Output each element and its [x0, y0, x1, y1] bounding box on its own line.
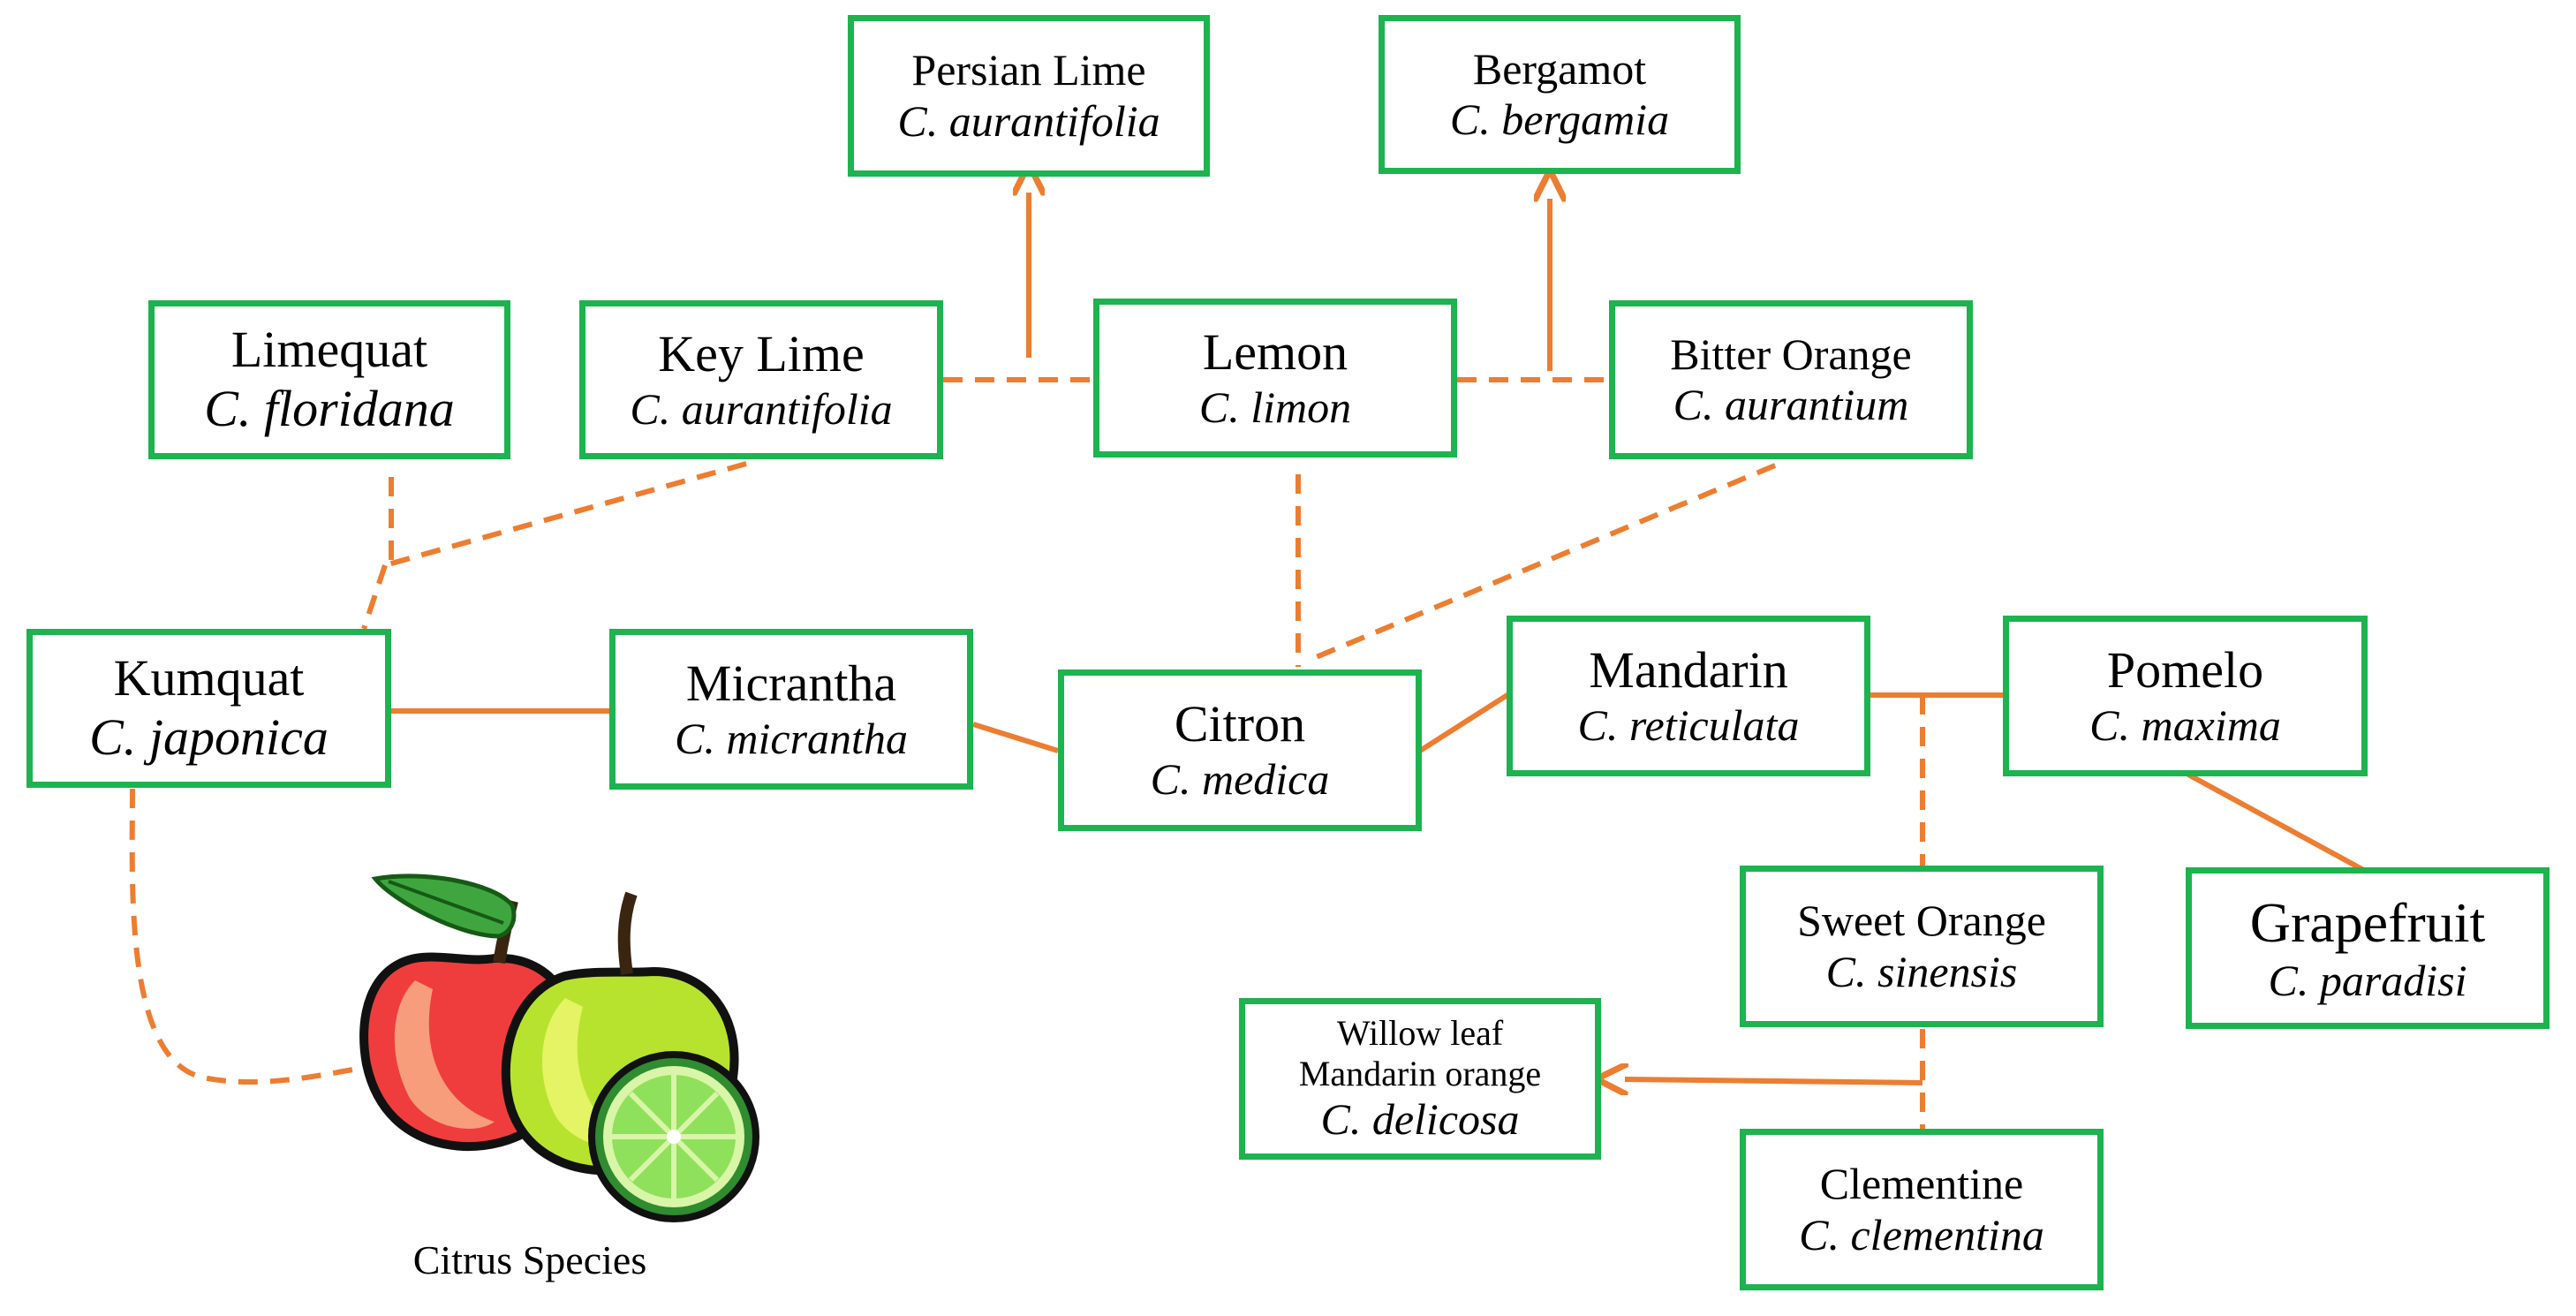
persian-lime-scientific-name: C. aurantifolia	[897, 95, 1160, 146]
grapefruit-common-name: Grapefruit	[2249, 890, 2486, 954]
micrantha-scientific-name: C. micrantha	[675, 713, 908, 763]
node-citron: Citron C. medica	[1058, 669, 1422, 831]
arrow-to-willow-leaf	[1625, 1079, 1923, 1083]
node-mandarin: Mandarin C. reticulata	[1507, 616, 1870, 776]
node-pomelo: Pomelo C. maxima	[2003, 616, 2368, 776]
kumquat-common-name: Kumquat	[113, 649, 305, 707]
bitter-orange-scientific-name: C. aurantium	[1673, 380, 1909, 429]
node-limequat: Limequat C. floridana	[148, 300, 510, 459]
kumquat-fruit-link	[129, 788, 359, 1085]
willow-leaf-common-line-2: Mandarin orange	[1298, 1053, 1542, 1093]
limequat-scientific-name: C. floridana	[204, 380, 455, 437]
node-micrantha: Micrantha C. micrantha	[609, 629, 973, 790]
citrus-fruit-illustration	[359, 874, 759, 1222]
bitter-orange-common-name: Bitter Orange	[1670, 329, 1912, 379]
key-lime-kumquat-link	[384, 461, 747, 568]
node-willow-leaf: Willow leaf Mandarin orange C. delicosa	[1239, 998, 1601, 1160]
bergamot-scientific-name: C. bergamia	[1449, 95, 1670, 144]
limequat-common-name: Limequat	[230, 321, 428, 379]
pomelo-scientific-name: C. maxima	[2089, 700, 2281, 750]
sweet-orange-common-name: Sweet Orange	[1797, 896, 2046, 945]
willow-leaf-common-line-1: Willow leaf	[1336, 1012, 1504, 1053]
willow-leaf-scientific-name: C. delicosa	[1320, 1093, 1520, 1144]
node-grapefruit: Grapefruit C. paradisi	[2186, 867, 2550, 1029]
node-bergamot: Bergamot C. bergamia	[1379, 15, 1741, 174]
clementine-scientific-name: C. clementina	[1799, 1209, 2044, 1259]
node-clementine: Clementine C. clementina	[1740, 1129, 2104, 1290]
key-lime-scientific-name: C. aurantifolia	[630, 383, 893, 434]
mandarin-common-name: Mandarin	[1589, 640, 1788, 699]
node-kumquat: Kumquat C. japonica	[26, 629, 391, 788]
kumquat-scientific-name: C. japonica	[89, 708, 329, 766]
kumquat-up-link	[361, 564, 388, 630]
node-sweet-orange: Sweet Orange C. sinensis	[1740, 866, 2104, 1027]
citron-common-name: Citron	[1174, 695, 1306, 753]
node-key-lime: Key Lime C. aurantifolia	[579, 300, 943, 459]
illustration-caption: Citrus Species	[412, 1237, 647, 1282]
sweet-orange-scientific-name: C. sinensis	[1825, 946, 2018, 996]
clementine-common-name: Clementine	[1819, 1159, 2024, 1208]
persian-lime-common-name: Persian Lime	[911, 45, 1146, 95]
bitter-orange-citron-link	[1312, 463, 1777, 661]
citron-mandarin-link	[1418, 691, 1512, 753]
lemon-common-name: Lemon	[1202, 322, 1348, 381]
node-lemon: Lemon C. limon	[1093, 299, 1457, 458]
grapefruit-scientific-name: C. paradisi	[2268, 955, 2467, 1005]
citron-scientific-name: C. medica	[1150, 754, 1330, 805]
connectors	[129, 193, 2368, 1129]
key-lime-common-name: Key Lime	[658, 324, 865, 382]
node-bitter-orange: Bitter Orange C. aurantium	[1609, 300, 1973, 459]
lemon-scientific-name: C. limon	[1198, 382, 1352, 432]
micrantha-citron-link	[972, 722, 1059, 753]
pomelo-common-name: Pomelo	[2106, 640, 2264, 699]
mandarin-scientific-name: C. reticulata	[1577, 700, 1800, 750]
bergamot-common-name: Bergamot	[1472, 43, 1647, 94]
micrantha-common-name: Micrantha	[685, 654, 897, 712]
pomelo-grapefruit-link	[2187, 772, 2368, 874]
node-persian-lime: Persian Lime C. aurantifolia	[848, 15, 1210, 177]
